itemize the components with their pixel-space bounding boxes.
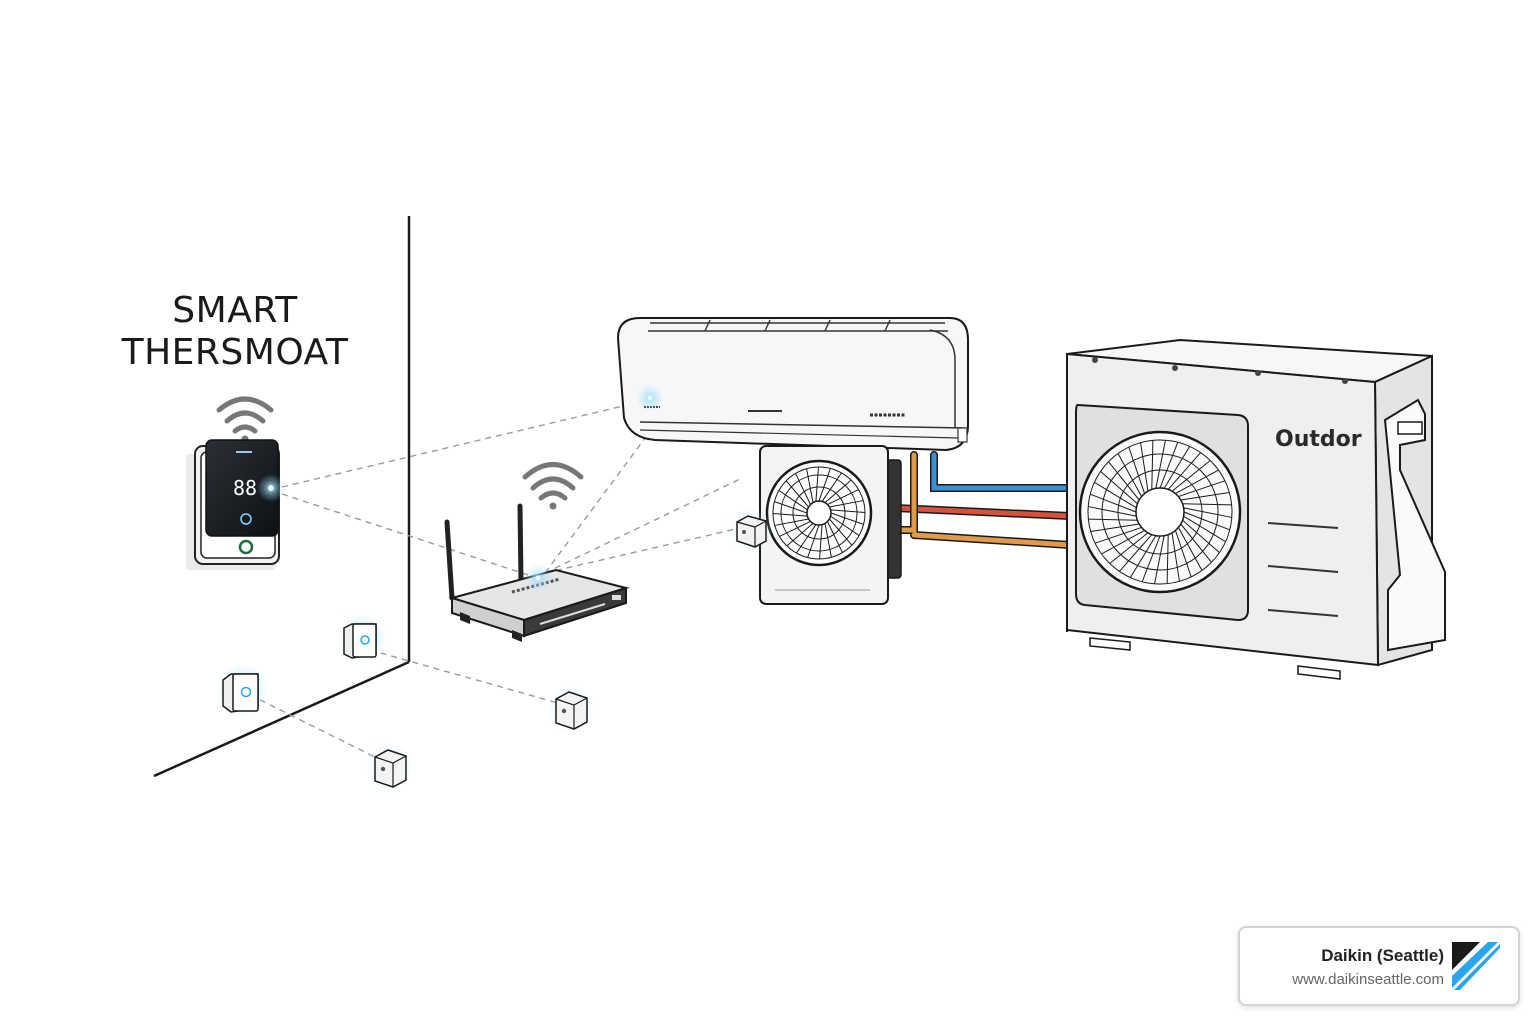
brand-url[interactable]: www.daikinseattle.com [1292, 971, 1444, 988]
fan-grille-spoke [772, 513, 808, 517]
fan-grille-spoke [1175, 469, 1219, 495]
thermostat-title-line-2: THERSMOAT [121, 332, 349, 373]
wall-sensor-upper [338, 614, 386, 662]
fan-grille-spoke [1094, 481, 1137, 509]
fan-grille-spoke [827, 521, 843, 553]
fan-grille-spoke [774, 518, 809, 526]
fan-grille-spoke [1129, 535, 1157, 578]
fan-grille-spoke [1108, 461, 1140, 501]
outdoor-unit-label: Outdor [1275, 427, 1362, 452]
wifi-router [444, 462, 630, 642]
brand-badge: Daikin (Seattle) www.daikinseattle.com [1238, 926, 1520, 1006]
wall [153, 216, 411, 778]
wifi-icon [522, 462, 584, 510]
fan-grille-spoke [1088, 518, 1138, 521]
fan-grille-spoke [1177, 527, 1203, 571]
fan-grille-spoke [1151, 440, 1154, 490]
fan-grille-spoke [829, 518, 853, 546]
sensor-near-fan [729, 508, 773, 552]
fan-grille-spoke [1090, 493, 1137, 513]
fan-grille-spoke [1117, 453, 1143, 497]
outdoor-condenser-unit: Outdor [1066, 338, 1446, 680]
floor-sensor-right [547, 685, 595, 733]
fan-grille-spoke [824, 479, 852, 503]
fan-grille-spoke [1183, 515, 1226, 543]
fan-grille-spoke [1183, 511, 1230, 531]
fan-grille-spoke [795, 473, 811, 505]
fan-grille-spoke [830, 515, 860, 536]
refrigerant-lines [891, 451, 1074, 549]
fan-grille-spoke [827, 489, 859, 505]
fan-grille-spoke [1178, 480, 1226, 498]
fan-grille-spoke [774, 501, 808, 514]
thermostat-display: 88 [233, 476, 257, 500]
fan-grille-spoke [1180, 523, 1212, 563]
fan-grille-spoke [821, 472, 842, 502]
fan-grille-spoke [830, 512, 864, 525]
fan-grille-spoke [1163, 446, 1191, 489]
fan-grille-spoke [1128, 446, 1146, 494]
fan-grille-spoke [1155, 440, 1166, 489]
fan-grille-spoke [1088, 506, 1137, 517]
fan-grille-spoke [1171, 532, 1180, 582]
fan-grille-spoke [1090, 523, 1140, 532]
thermostat-title: SMART THERSMOAT [110, 290, 360, 374]
indoor-wall-unit [616, 317, 969, 452]
fan-grille-spoke [1141, 535, 1161, 582]
brand-name: Daikin (Seattle) [1321, 946, 1444, 965]
small-fan-unit [759, 445, 902, 605]
fan-grille-spoke [1183, 507, 1232, 518]
fan-grille-spoke [1159, 442, 1179, 489]
fan-grille-spoke [1180, 492, 1230, 501]
fan-grille-spoke [818, 468, 831, 502]
fan-grille-spoke [1140, 442, 1149, 492]
smart-thermostat: 88 [186, 439, 285, 570]
fan-grille-spoke [779, 521, 811, 537]
fan-grille-spoke [815, 466, 819, 502]
fan-grille-spoke [806, 468, 814, 503]
fan-grille-spoke [829, 500, 864, 508]
fan-grille-spoke [1119, 534, 1153, 572]
wireless-links [249, 401, 743, 763]
daikin-logo-icon [1452, 942, 1500, 990]
wifi-icon [216, 396, 274, 443]
fan-grille-spoke [819, 524, 823, 560]
floor-sensor-left [366, 743, 414, 791]
fan-grille-spoke [1100, 471, 1138, 505]
fan-grille-spoke [1154, 535, 1165, 584]
fan-grille-spoke [807, 524, 820, 558]
fan-grille-spoke [1109, 532, 1149, 564]
thermostat-title-line-1: SMART [172, 290, 298, 331]
fan-grille-spoke [778, 490, 808, 511]
fan-grille-spoke [796, 524, 817, 554]
fan-grille-spoke [1101, 529, 1145, 555]
fan-grille-spoke [1174, 530, 1192, 578]
fan-grille-spoke [830, 509, 866, 513]
fan-grille-spoke [1094, 526, 1142, 544]
fan-grille-spoke [1171, 460, 1211, 492]
fan-grille-spoke [1167, 452, 1201, 490]
fan-grille-spoke [1182, 519, 1220, 553]
fan-grille-spoke [786, 523, 814, 547]
fan-grille-spoke [1182, 503, 1232, 506]
fan-grille-spoke [824, 523, 832, 558]
fan-grille-spoke [1166, 534, 1169, 584]
wall-sensor-lower [216, 664, 268, 716]
fan-grille-spoke [785, 480, 809, 508]
